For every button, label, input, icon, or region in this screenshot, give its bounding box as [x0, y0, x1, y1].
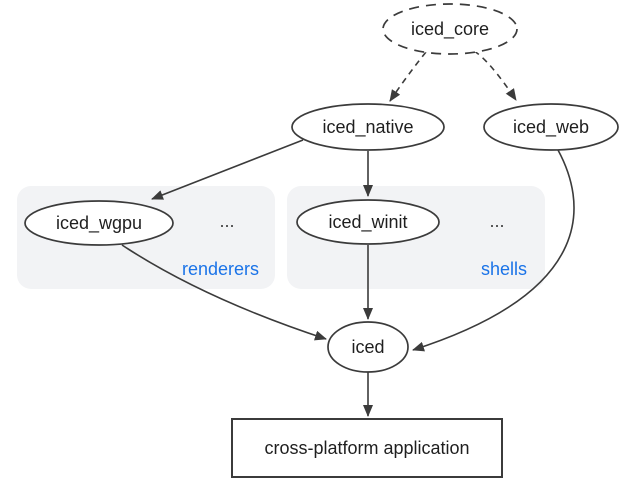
- edge-iced-web-to-iced: [412, 149, 575, 352]
- iced-web-shape: [483, 103, 619, 151]
- node-iced-native: iced_native: [291, 103, 445, 151]
- iced-core-shape: [382, 3, 518, 55]
- iced-native-shape: [291, 103, 445, 151]
- renderers-label: renderers: [182, 259, 259, 279]
- node-iced-web: iced_web: [483, 103, 619, 151]
- iced-wgpu-shape: [24, 200, 174, 246]
- iced-winit-label: iced_winit: [328, 212, 407, 233]
- edge-iced-core-to-iced-web: [473, 50, 517, 101]
- iced-wgpu-label: iced_wgpu: [56, 213, 142, 234]
- iced-winit-shape: [296, 199, 440, 245]
- iced-web-label: iced_web: [513, 117, 589, 138]
- node-iced-wgpu: iced_wgpu: [24, 200, 174, 246]
- application-label: cross-platform application: [264, 438, 469, 458]
- iced-shape: [327, 321, 409, 373]
- iced-core-label: iced_core: [411, 19, 489, 40]
- edges: [121, 50, 575, 417]
- shells-label: shells: [481, 259, 527, 279]
- node-iced: iced: [327, 321, 409, 373]
- application-shape: [231, 418, 503, 478]
- edge-iced-core-to-iced-native: [389, 51, 427, 102]
- shells-ellipsis: ...: [489, 211, 504, 231]
- node-iced-winit: iced_winit: [296, 199, 440, 245]
- edge-iced-native-to-iced-wgpu: [151, 139, 304, 200]
- iced-native-label: iced_native: [322, 117, 413, 138]
- node-application: cross-platform application: [231, 418, 503, 478]
- node-iced-core: iced_core: [382, 3, 518, 55]
- edge-iced-wgpu-to-iced: [121, 244, 327, 341]
- renderers-ellipsis: ...: [219, 211, 234, 231]
- iced-label: iced: [351, 337, 384, 357]
